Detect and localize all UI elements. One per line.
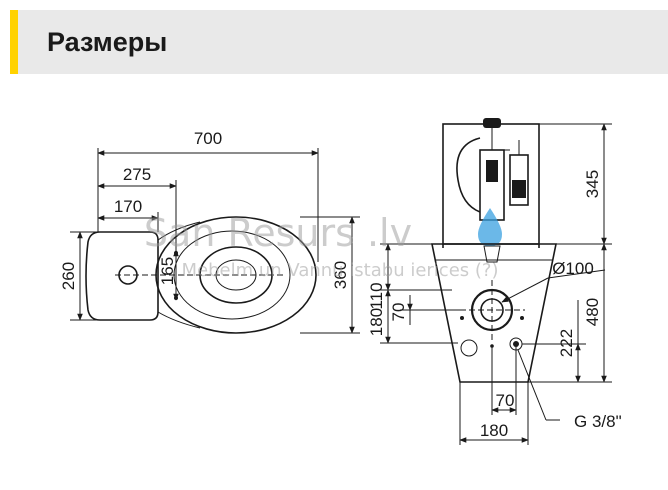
front-view-drawing (380, 118, 612, 445)
dim-70-horizontal-label: 70 (496, 391, 515, 410)
top-view-drawing (70, 148, 360, 334)
watermark-brand: San Resurs .lv (144, 211, 412, 255)
dim-110-label: 110 (367, 282, 386, 309)
dim-180-vertical-label: 180 (367, 308, 386, 336)
dim-480-label: 480 (583, 298, 602, 326)
dim-260-label: 260 (59, 262, 78, 290)
dim-345-label: 345 (583, 170, 602, 198)
dim-700-label: 700 (194, 129, 222, 148)
header-accent-bar (10, 10, 18, 74)
dim-180-horizontal-label: 180 (480, 421, 508, 440)
section-header: Размеры (10, 10, 668, 74)
dim-275-label: 275 (123, 165, 151, 184)
dim-360-label: 360 (331, 261, 350, 289)
dim-70-vertical-label: 70 (389, 303, 408, 322)
section-title: Размеры (47, 27, 168, 57)
dim-d100-label: Ø100 (552, 259, 594, 278)
dim-165-label: 165 (158, 257, 177, 285)
dim-170-label: 170 (114, 197, 142, 216)
thread-size-label: G 3/8" (574, 412, 622, 431)
dim-222-label: 222 (557, 329, 576, 357)
watermark-subtitle: Mebelm un Vannu istabu ierices (?) (182, 260, 499, 281)
